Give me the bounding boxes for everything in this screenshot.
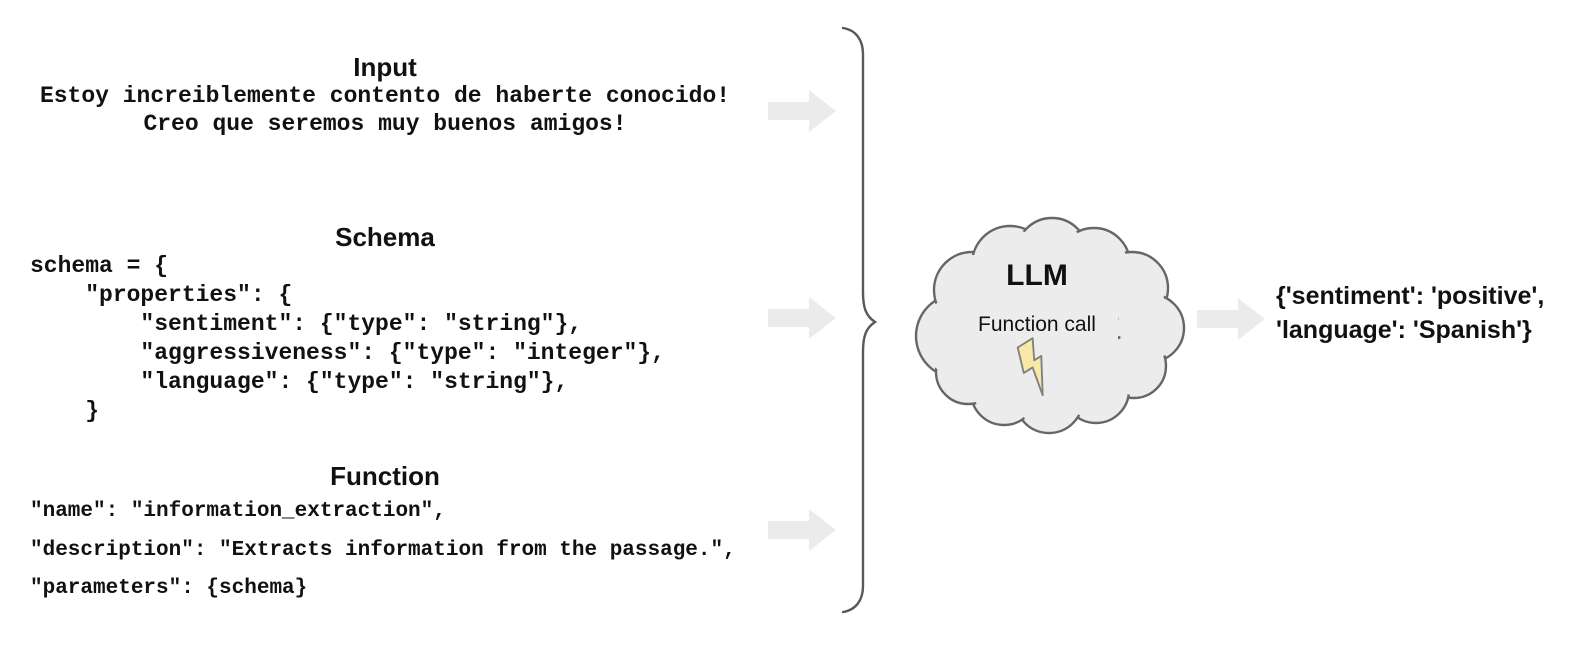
function-arrow-icon [768,509,836,551]
schema-section-title: Schema [335,222,435,252]
cloud-icon [914,216,1186,435]
output-result-line: 'language': 'Spanish'} [1276,316,1532,344]
schema-arrow-icon [768,297,836,339]
input-text-line: Estoy increiblemente contento de haberte… [39,83,731,109]
llm-label: LLM [1006,259,1068,292]
curly-brace-icon [841,26,878,614]
function-code-block: "name": "information_extraction", "descri… [30,493,736,609]
function-code-line: "parameters": {schema} [30,577,308,600]
input-text: Estoy increiblemente contento de haberte… [22,82,748,138]
output-result-line: {'sentiment': 'positive', [1276,282,1545,310]
function-code-line: "description": "Extracts information fro… [30,538,736,562]
schema-code-block: schema = { "properties": { "sentiment": … [30,253,665,424]
input-text-line: Creo que seremos muy buenos amigos! [143,111,627,137]
input-arrow-icon [768,90,836,132]
function-code-line: "name": "information_extraction", [30,500,446,523]
output-arrow-icon [1197,298,1265,340]
output-result-text: {'sentiment': 'positive', 'language': 'Sp… [1276,279,1544,347]
function-call-label: Function call [978,313,1096,336]
input-section-title: Input [353,52,417,82]
function-section-title: Function [330,461,440,491]
lightning-bolt-icon [1013,337,1059,398]
